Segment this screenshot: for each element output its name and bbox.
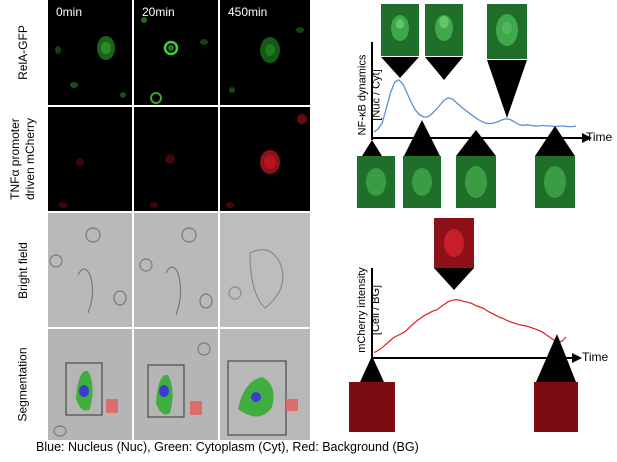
thumb-mcherry-low-1 — [534, 382, 578, 432]
time-label-1: 20min — [142, 5, 175, 19]
image-grid: RelA-GFP TNFα promoter driven mCherry Br… — [0, 0, 310, 440]
figure-caption: Blue: Nucleus (Nuc), Green: Cytoplasm (C… — [36, 440, 419, 454]
thumb-mcherry-low-0 — [349, 382, 395, 432]
pointer-nfkb-low-1 — [404, 120, 440, 156]
nfkb-xlabel: Time — [586, 130, 613, 144]
mcherry-ylabel-line2: [Cell / BG] — [370, 284, 383, 336]
panel-rela-1: 20min — [134, 0, 218, 105]
mcherry-trace — [373, 298, 567, 354]
time-label-2: 450min — [228, 5, 268, 19]
panel-seg-0 — [48, 329, 132, 440]
nfkb-lower-thumbs — [357, 120, 575, 208]
mcherry-lower-thumbs — [349, 334, 578, 432]
time-label-0: 0min — [56, 5, 83, 19]
nfkb-upper-thumbs — [381, 4, 527, 118]
panel-mcherry-0 — [48, 107, 132, 211]
panel-seg-1 — [134, 329, 218, 440]
pointer-mcherry-up — [434, 268, 474, 290]
panel-bright-1 — [134, 213, 218, 327]
mcherry-ylabel-line1: mCherry intensity — [356, 267, 369, 353]
panel-bright-2 — [220, 213, 310, 327]
pointer-nfkb-up-1 — [425, 57, 463, 80]
pointer-nfkb-low-0 — [362, 140, 382, 156]
panel-mcherry-1 — [134, 107, 218, 211]
panel-rela-2: 450min — [220, 0, 310, 105]
nfkb-trace — [373, 78, 577, 133]
mcherry-upper-thumb — [434, 218, 474, 290]
mcherry-ylabel: mCherry intensity [Cell / BG] — [350, 262, 388, 358]
panel-mcherry-2 — [220, 107, 310, 211]
pointer-nfkb-up-2 — [487, 60, 527, 118]
pointer-mcherry-low-1 — [536, 334, 576, 382]
panel-bright-0 — [48, 213, 132, 327]
pointer-mcherry-low-0 — [360, 356, 384, 382]
pointer-nfkb-low-3 — [535, 126, 575, 156]
pointer-nfkb-low-2 — [456, 130, 496, 156]
nfkb-chart — [349, 4, 592, 432]
mcherry-xlabel: Time — [582, 350, 609, 364]
panel-seg-2 — [220, 329, 310, 440]
pointer-nfkb-up-0 — [381, 57, 419, 78]
panel-rela-0: 0min — [48, 0, 132, 105]
